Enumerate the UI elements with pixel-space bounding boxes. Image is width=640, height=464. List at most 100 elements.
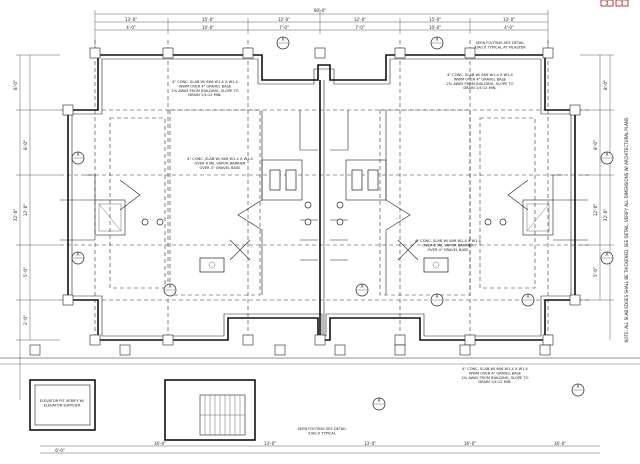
general-note-vertical: NOTE: ALL SLAB EDGES SHALL BE THICKENED,… [624, 117, 629, 342]
section-mark-label: A [169, 284, 172, 289]
footing-pad [89, 334, 101, 346]
slab-edge [379, 109, 471, 296]
dimension-label: 7'-0" [355, 25, 365, 30]
section-mark-label: A [577, 384, 580, 389]
dimension-label: 15'-0" [429, 17, 441, 22]
section-mark-label: A [282, 37, 285, 42]
section-callout: A [163, 283, 177, 297]
note-line: 4" CONC. SLAB W/ 6X6 W1.4 X W1.4 [187, 157, 253, 161]
section-mark-label: A [361, 284, 364, 289]
footing-pad [89, 47, 101, 59]
badge-box [615, 0, 629, 7]
dimension-label: 13'-0" [125, 17, 137, 22]
footing-pad [314, 334, 326, 346]
bottom-structures [0, 357, 640, 441]
section-callout: A [372, 397, 386, 411]
section-callout: A [71, 151, 85, 165]
note-line: X/A0.X TYPICAL AT PILASTER [474, 45, 526, 49]
dimension-label: 13'-0" [364, 441, 376, 446]
section-callout: A [571, 383, 585, 397]
section-callout: A [71, 251, 85, 265]
left-dimension-strings: 8'-0" 8'-0" 12'-0" 32'-0" 5'-0" 2'-0" [13, 54, 60, 400]
footing-pad [464, 334, 476, 346]
section-mark-label: A [527, 294, 530, 299]
section-mark-label: A [77, 152, 80, 157]
note-line: WWM OVER 4" GRAVEL BASE [454, 77, 507, 81]
dimension-label: 5'-0" [23, 267, 28, 277]
section-mark-label: A [436, 294, 439, 299]
badge-text: 3 [605, 1, 608, 7]
corner-badges: 3 3 [600, 0, 629, 7]
footing-pad [162, 334, 174, 346]
footing-pad [542, 47, 554, 59]
section-mark-label: A [606, 252, 609, 257]
note-line: DRAIN 1/4:12 MIN. [188, 93, 221, 97]
footing-pad [274, 344, 286, 356]
dimension-label: 32'-0" [603, 209, 608, 222]
footing-pad [62, 294, 74, 306]
footing-pad [542, 334, 554, 346]
foundation-outline [67, 54, 576, 341]
dimension-label: 16'-0" [154, 441, 166, 446]
footing-pads [29, 47, 581, 356]
dimension-label: 16'-0" [554, 441, 566, 446]
footing-pad [569, 294, 581, 306]
dimension-label: 7'-0" [279, 25, 289, 30]
dimension-label: 32'-0" [13, 209, 18, 222]
note-line: 4" CONC. SLAB W/ 6X6 W1.4 X W1.4 [462, 367, 528, 371]
dimension-label: 10'-0" [202, 25, 214, 30]
dimension-label: 4'-0" [504, 25, 514, 30]
footing-pad [162, 47, 174, 59]
slab-edge [169, 109, 261, 296]
footing-pad [62, 104, 74, 116]
left-unit-interior [60, 110, 318, 295]
dimension-label: 15'-0" [202, 17, 214, 22]
section-callout: A [355, 283, 369, 297]
note-line: OVER 6 MIL VAPOR BARRIER [423, 243, 474, 247]
dimension-label: 8'-0" [603, 80, 608, 90]
dimension-label: 5'-0" [593, 267, 598, 277]
dimension-label: 16'-0" [464, 441, 476, 446]
footing-pad [119, 344, 131, 356]
right-dimension-strings: 8'-0" 8'-0" 12'-0" 32'-0" 5'-0" [580, 54, 614, 340]
dimension-label: 10'-0" [429, 25, 441, 30]
footing-pad [464, 47, 476, 59]
note-line: WWM OVER 4" GRAVEL BASE [469, 371, 522, 375]
section-mark-label: A [436, 37, 439, 42]
dimension-label: 12'-0" [593, 204, 598, 217]
section-callouts: A A A A A A A A [71, 36, 614, 411]
section-callout: A [430, 36, 444, 50]
note-line: X/A0.X TYPICAL [308, 431, 336, 435]
note-line: OVER 6 MIL VAPOR BARRIER [195, 161, 246, 165]
dimension-label: 12'-0" [354, 17, 366, 22]
note-line: SEEN FOOTING SEE DETAIL [298, 427, 347, 431]
footing-pad [394, 334, 406, 346]
footing-pad [539, 344, 551, 356]
footing-pad [394, 344, 406, 356]
slab-edge [479, 117, 536, 289]
note-line: 2% AWAY FROM BUILDING, SLOPE TO [462, 376, 529, 380]
elevator-pit [29, 379, 96, 431]
footing-pad [242, 47, 254, 59]
note-line: ELEVATOR SUPPLIER [44, 403, 81, 407]
stair-tower [164, 379, 256, 441]
badge-box [600, 0, 614, 7]
badge-text: 3 [620, 1, 623, 7]
note-line: WWM OVER 4" GRAVEL BASE [179, 84, 232, 88]
right-unit-interior [330, 110, 588, 295]
section-mark-label: A [378, 398, 381, 403]
footing-pad [334, 344, 346, 356]
note-elevator-pit: ELEVATOR PIT VERIFY W/ELEVATOR SUPPLIER [40, 399, 85, 407]
note-line: 2% AWAY FROM BUILDING, SLOPE TO [447, 82, 514, 86]
note-line: SEEN FOOTING SEE DETAIL [476, 41, 525, 45]
dimension-label: 6'-0" [55, 448, 65, 453]
slab-edge [109, 117, 166, 289]
note-line: 4" CONC. SLAB W/ 6X6 W1.4 X W1.4 [415, 239, 481, 243]
